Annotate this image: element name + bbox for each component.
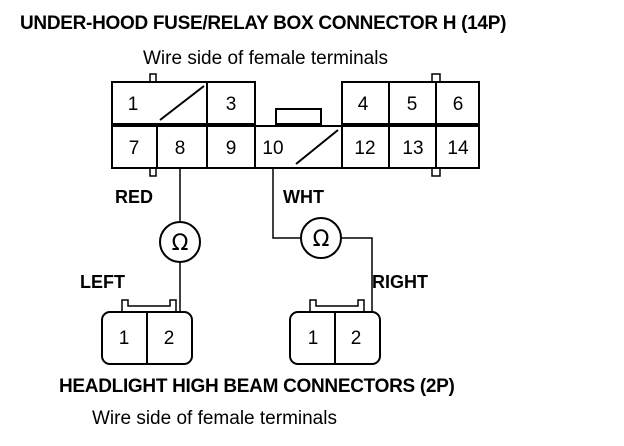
pin-13-label: 13 [402, 138, 423, 159]
pin-12-label: 12 [354, 138, 375, 159]
right-headlight-connector: 1 2 [289, 299, 381, 365]
pin-10-label: 10 [262, 138, 283, 159]
wire-color-wht: WHT [283, 187, 324, 207]
key-mark [431, 73, 441, 83]
key-mark [149, 73, 157, 83]
pin-6-label: 6 [453, 94, 464, 115]
right-test-circuit: Ω [272, 168, 373, 312]
connector-h-subtitle: Wire side of female terminals [143, 48, 388, 69]
bottom-row-outline [111, 125, 480, 169]
unused-cavity-2-slash [159, 85, 205, 121]
pin-5-label: 5 [407, 94, 418, 115]
pin-1-label: 1 [128, 94, 139, 115]
pin-4-label: 4 [358, 94, 369, 115]
right-pin-2-label: 2 [351, 328, 362, 349]
cavity-6-outline [435, 81, 480, 125]
connector-h-title: UNDER-HOOD FUSE/RELAY BOX CONNECTOR H (1… [20, 13, 507, 34]
headlight-connectors-subtitle: Wire side of female terminals [92, 408, 337, 429]
cavity-1-outline [111, 81, 208, 125]
left-headlight-connector: 1 2 [101, 299, 193, 365]
pin-14-label: 14 [447, 138, 469, 159]
connector-latch [309, 299, 365, 312]
connector-latch [121, 299, 177, 312]
left-pin-2-label: 2 [164, 328, 175, 349]
cavity-3-outline [206, 81, 256, 125]
left-test-circuit: Ω [159, 168, 201, 312]
pin-7-label: 7 [129, 138, 140, 159]
wire-color-red: RED [115, 187, 154, 207]
lock-tab [275, 108, 322, 125]
pin-3-label: 3 [226, 94, 237, 115]
left-label: LEFT [80, 272, 125, 292]
probe-wire [342, 237, 373, 312]
right-pin-1-label: 1 [308, 328, 319, 349]
key-mark [149, 167, 157, 177]
pin-8-label: 8 [175, 138, 186, 159]
key-mark [431, 167, 441, 177]
right-label: RIGHT [372, 272, 428, 292]
unused-cavity-11-slash [295, 129, 339, 165]
ohmmeter-right [300, 217, 342, 259]
left-pin-1-label: 1 [119, 328, 130, 349]
ohm-symbol: Ω [172, 231, 189, 256]
headlight-connectors-title: HEADLIGHT HIGH BEAM CONNECTORS (2P) [59, 376, 455, 397]
ohm-symbol: Ω [313, 227, 330, 252]
connector-h: 1 3 4 5 6 7 8 9 10 12 13 14 [111, 73, 480, 177]
probe-wire [272, 168, 300, 239]
pin-9-label: 9 [226, 138, 237, 159]
